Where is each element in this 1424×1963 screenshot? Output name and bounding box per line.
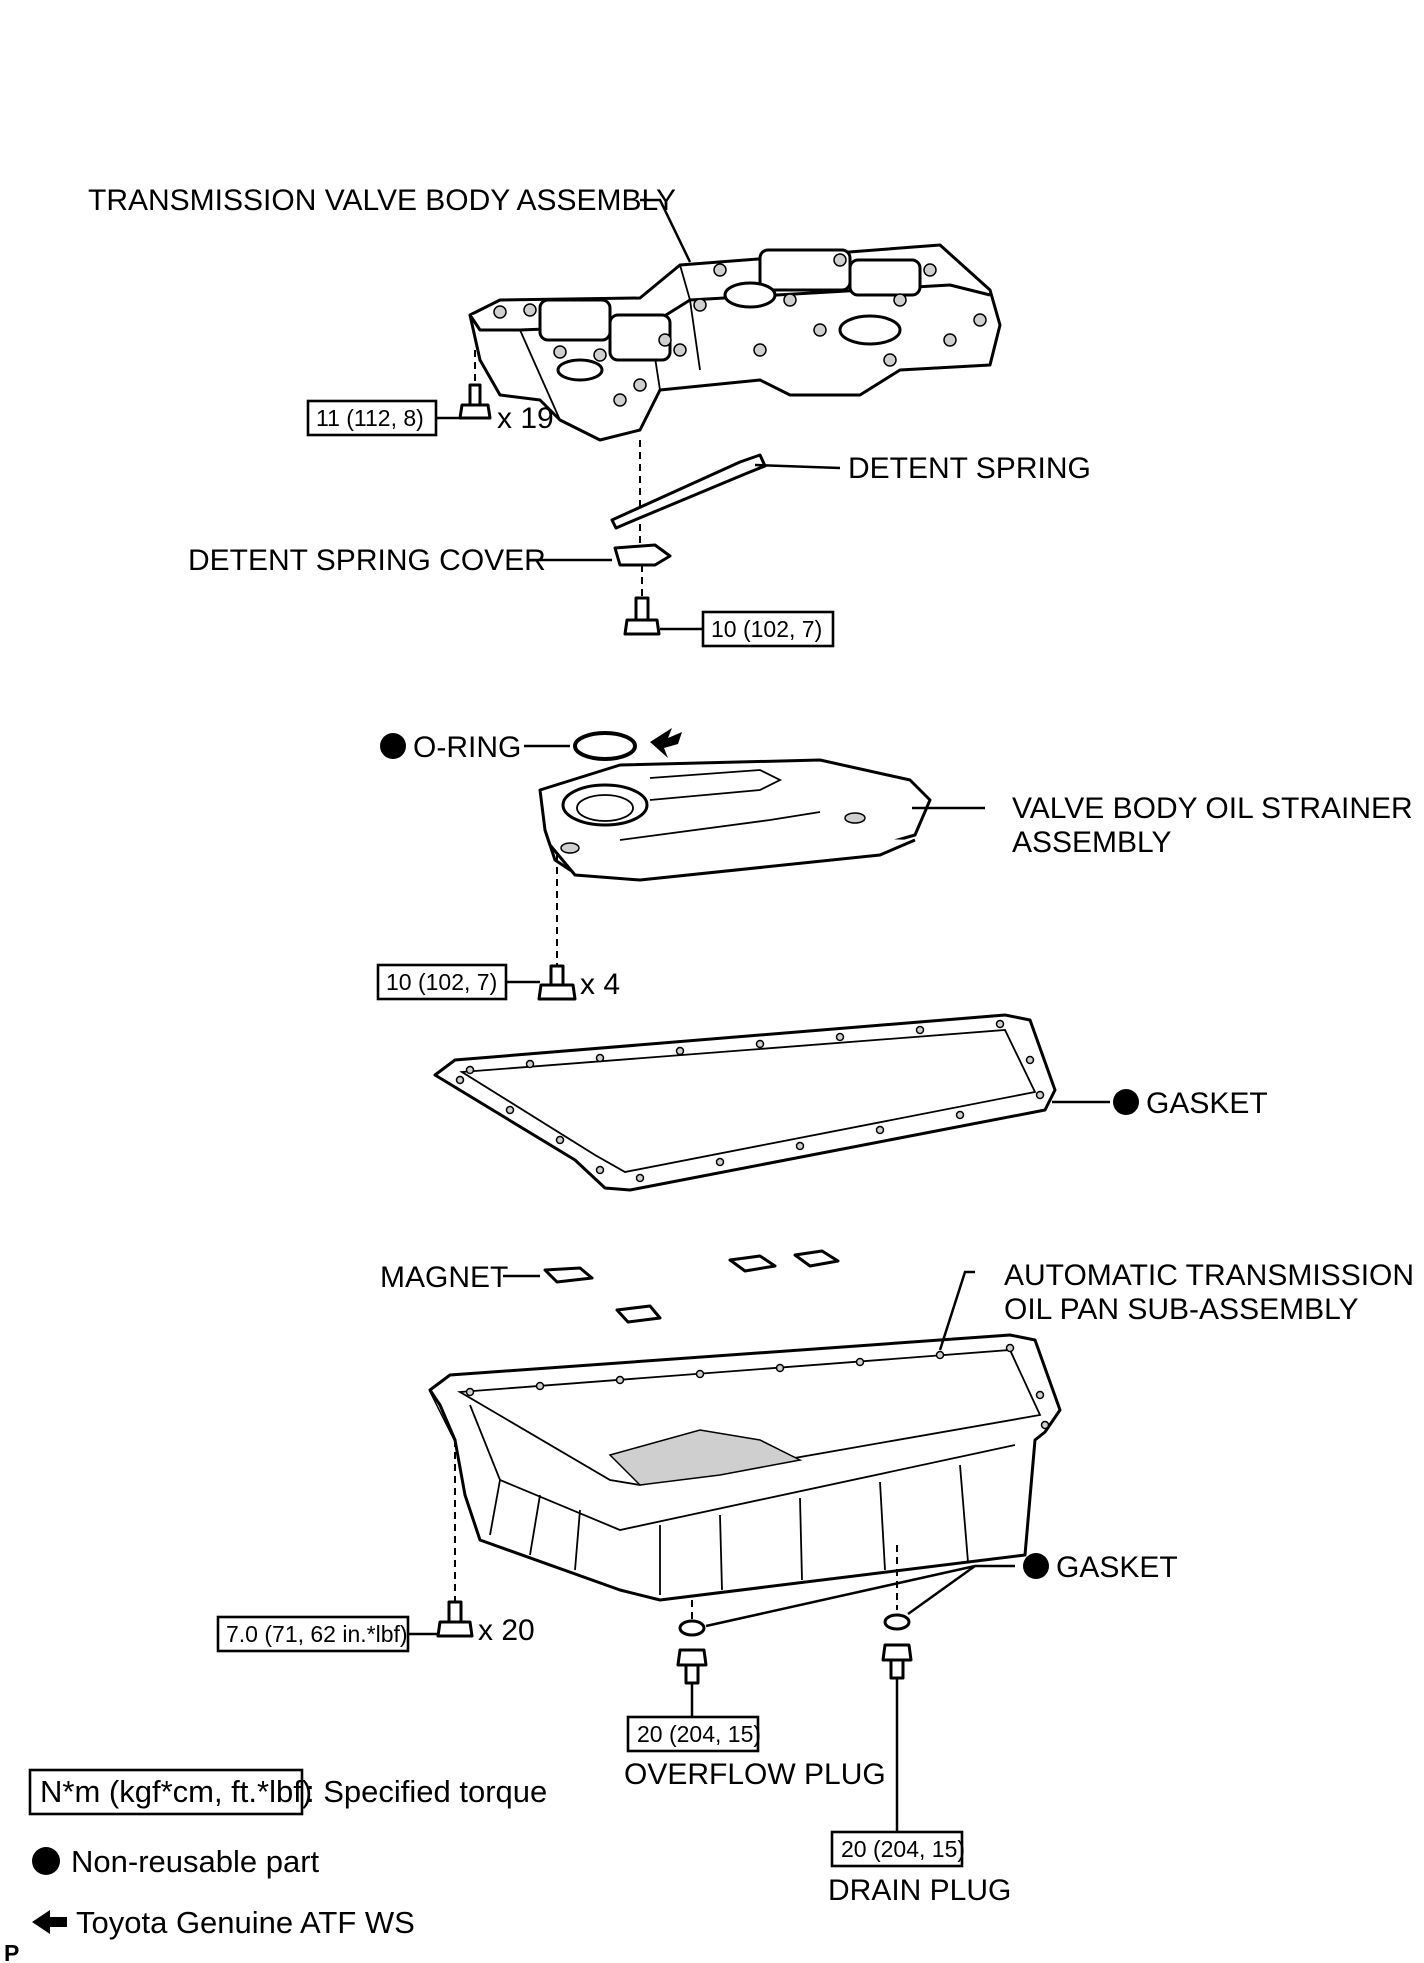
overflow-plug-label: OVERFLOW PLUG	[624, 1758, 886, 1791]
detent-spring-cover-label: DETENT SPRING COVER	[188, 544, 546, 577]
atf-arrow-icon	[32, 1910, 67, 1934]
overflow-plug	[676, 1648, 708, 1685]
torque-drain-plug: 20 (204, 15)	[841, 1836, 965, 1862]
torque-overflow-plug: 20 (204, 15)	[637, 1721, 761, 1747]
valve-body-label: TRANSMISSION VALVE BODY ASSEMBLY	[88, 184, 676, 217]
torque-strainer-bolts: 10 (102, 7)	[386, 969, 497, 995]
drain-plug	[881, 1643, 913, 1680]
torque-detent-cover-bolt: 10 (102, 7)	[711, 616, 822, 642]
bolt-icon	[537, 964, 577, 1001]
magnet-label: MAGNET	[380, 1261, 508, 1294]
detent-spring-label: DETENT SPRING	[848, 452, 1091, 485]
non-reusable-dot-icon	[1113, 1089, 1139, 1115]
qty-oil-pan-bolts: x 20	[478, 1614, 535, 1647]
gasket-upper-label: GASKET	[1146, 1087, 1268, 1120]
magnet	[793, 1249, 840, 1268]
non-reusable-dot-icon	[380, 733, 406, 759]
legend-atf: Toyota Genuine ATF WS	[76, 1905, 415, 1940]
drain-plug-gasket	[883, 1613, 911, 1631]
corner-mark: P	[4, 1940, 19, 1963]
qty-valve-body-bolts: x 19	[497, 402, 554, 435]
legend-torque-units: N*m (kgf*cm, ft.*lbf)	[40, 1774, 312, 1809]
detent-spring	[610, 453, 767, 530]
detent-spring-cover	[613, 543, 672, 567]
valve-body-oil-strainer	[538, 758, 932, 882]
magnet	[728, 1254, 777, 1273]
non-reusable-dot-icon	[1023, 1553, 1049, 1579]
qty-strainer-bolts: x 4	[580, 968, 620, 1001]
oil-pan-gasket	[433, 1013, 1057, 1192]
valve-body-assembly	[468, 243, 1002, 442]
torque-valve-body-bolts: 11 (112, 8)	[316, 405, 424, 431]
torque-oil-pan-bolts: 7.0 (71, 62 in.*lbf)	[226, 1621, 408, 1647]
o-ring-label: O-RING	[413, 731, 521, 764]
bolt-icon	[436, 1600, 474, 1638]
legend-non-reusable: Non-reusable part	[71, 1844, 320, 1879]
overflow-plug-gasket	[678, 1619, 706, 1637]
legend-torque-box	[28, 1768, 304, 1816]
magnet	[543, 1266, 594, 1284]
o-ring	[573, 731, 637, 761]
legend: N*m (kgf*cm, ft.*lbf) : Specified torque…	[28, 1768, 547, 1940]
oil-pan-label-1: AUTOMATIC TRANSMISSION	[1004, 1259, 1414, 1292]
strainer-label-1: VALVE BODY OIL STRAINER	[1012, 792, 1413, 825]
non-reusable-dot-icon	[32, 1847, 60, 1875]
drain-plug-label: DRAIN PLUG	[828, 1874, 1011, 1907]
oil-pan-label-2: OIL PAN SUB-ASSEMBLY	[1004, 1293, 1359, 1326]
legend-torque-text: : Specified torque	[306, 1774, 547, 1809]
bolt-icon	[623, 596, 661, 636]
gasket-lower-label: GASKET	[1056, 1551, 1178, 1584]
bolt-icon	[458, 383, 492, 420]
magnet	[615, 1304, 662, 1324]
atf-arrow-icon	[650, 728, 682, 758]
strainer-label-2: ASSEMBLY	[1012, 826, 1172, 859]
oil-pan-sub-assembly	[428, 1333, 1062, 1602]
